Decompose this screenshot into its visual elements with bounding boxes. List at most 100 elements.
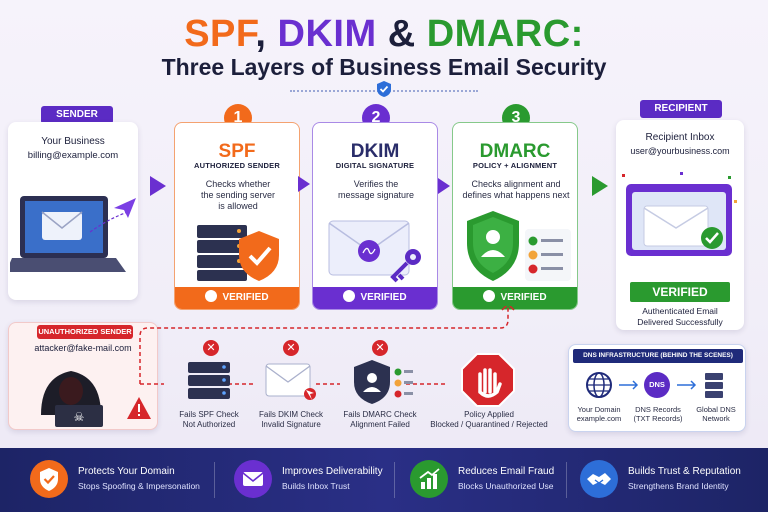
handshake-icon bbox=[580, 460, 618, 498]
dmarc-desc-line2: defines what happens next bbox=[462, 190, 570, 200]
benefits-footer: Protects Your Domain Stops Spoofing & Im… bbox=[0, 448, 768, 512]
feature-1-sub: Stops Spoofing & Impersonation bbox=[78, 481, 200, 491]
envelope-icon bbox=[234, 460, 272, 498]
spf-desc-line1: Checks whether bbox=[205, 179, 271, 189]
arrow-sender-to-spf bbox=[150, 176, 166, 196]
dns-badge-label: DNS bbox=[649, 380, 665, 389]
dns-title: DNS INFRASTRUCTURE (BEHIND THE SCENES) bbox=[573, 349, 743, 363]
dns-card: DNS INFRASTRUCTURE (BEHIND THE SCENES) D… bbox=[568, 344, 746, 432]
dns-domain-line2: example.com bbox=[576, 414, 622, 423]
x-circle-icon: ✕ bbox=[283, 340, 299, 356]
sender-card: Your Business billing@example.com bbox=[8, 122, 138, 300]
spf-subtitle: AUTHORIZED SENDER bbox=[194, 161, 280, 170]
x-circle-icon: ✕ bbox=[203, 340, 219, 356]
sender-email: billing@example.com bbox=[27, 150, 119, 161]
spf-card: SPF AUTHORIZED SENDER Checks whether the… bbox=[174, 122, 300, 310]
svg-text:☠: ☠ bbox=[74, 410, 85, 424]
title-spf: SPF bbox=[184, 13, 256, 55]
unauthorized-card: UNAUTHORIZED SENDER attacker@fake-mail.c… bbox=[8, 322, 158, 430]
spf-desc-line2: the sending server bbox=[200, 190, 276, 200]
fail-policy-line2: Blocked / Quarantined / Rejected bbox=[430, 420, 548, 429]
fail-spf-line1: Fails SPF Check bbox=[179, 410, 239, 419]
dkim-verified-bar: VERIFIED bbox=[313, 287, 437, 309]
fail-dmarc-line2: Alignment Failed bbox=[350, 420, 410, 429]
footer-divider bbox=[566, 462, 567, 498]
dmarc-description: Checks alignment and defines what happen… bbox=[461, 179, 571, 201]
recipient-card: Recipient Inbox user@yourbusiness.com VE… bbox=[616, 120, 744, 330]
recipient-name: Recipient Inbox bbox=[645, 132, 715, 143]
title-dmarc: DMARC: bbox=[426, 13, 584, 55]
unauthorized-badge: UNAUTHORIZED SENDER bbox=[37, 325, 133, 339]
dns-domain-line1: Your Domain bbox=[577, 405, 621, 414]
envelope-cursor-icon bbox=[265, 363, 316, 400]
subtitle: Three Layers of Business Email Security bbox=[161, 54, 607, 80]
title-comma: , bbox=[255, 13, 267, 55]
footer-divider bbox=[214, 462, 215, 498]
shield-check-icon bbox=[30, 460, 68, 498]
dns-global-line2: Network bbox=[702, 414, 730, 423]
feature-2-title: Improves Deliverability bbox=[282, 466, 383, 477]
server-icon bbox=[188, 362, 230, 399]
shield-icon bbox=[377, 81, 391, 97]
dkim-verified-label: VERIFIED bbox=[360, 292, 407, 303]
chart-up-icon bbox=[410, 460, 448, 498]
dmarc-subtitle: POLICY + ALIGNMENT bbox=[472, 161, 558, 170]
dns-records-line2: (TXT Records) bbox=[633, 414, 683, 423]
signed-envelope-key-icon bbox=[328, 220, 421, 283]
feature-1-title: Protects Your Domain bbox=[78, 466, 175, 477]
spf-desc-line3: is allowed bbox=[218, 201, 258, 211]
dmarc-fail-shield-icon bbox=[354, 360, 413, 404]
dkim-card: DKIM DIGITAL SIGNATURE Verifies the mess… bbox=[312, 122, 438, 310]
fail-dkim-line1: Fails DKIM Check bbox=[258, 410, 323, 419]
recipient-email: user@yourbusiness.com bbox=[630, 146, 730, 156]
fail-dmarc-line1: Fails DMARC Check bbox=[343, 410, 417, 419]
fail-spf-line2: Not Authorized bbox=[182, 420, 236, 429]
dkim-name: DKIM bbox=[350, 141, 400, 162]
dmarc-shield-icon bbox=[467, 211, 571, 281]
dns-records-line1: DNS Records bbox=[635, 405, 681, 414]
dkim-desc-line1: Verifies the bbox=[353, 179, 399, 189]
main-title: SPF, DKIM & DMARC: bbox=[0, 14, 768, 54]
feature-4-sub: Strengthens Brand Identity bbox=[628, 481, 729, 491]
spf-verified-bar: VERIFIED bbox=[175, 287, 299, 309]
recipient-badge: RECIPIENT bbox=[640, 100, 722, 118]
dns-flow-icons bbox=[586, 372, 723, 398]
dmarc-verified-bar: VERIFIED bbox=[453, 287, 577, 309]
footer-divider bbox=[394, 462, 395, 498]
title-ampersand: & bbox=[387, 13, 416, 55]
spf-description: Checks whether the sending server is all… bbox=[183, 179, 293, 212]
dmarc-desc-line1: Checks alignment and bbox=[471, 179, 561, 189]
dns-global-line1: Global DNS bbox=[696, 405, 736, 414]
fail-policy-line1: Policy Applied bbox=[464, 410, 514, 419]
fail-dkim-line2: Invalid Signature bbox=[261, 420, 321, 429]
laptop-icon bbox=[10, 196, 136, 272]
feature-3-title: Reduces Email Fraud bbox=[458, 466, 555, 477]
feature-4-title: Builds Trust & Reputation bbox=[628, 466, 741, 477]
dmarc-verified-label: VERIFIED bbox=[500, 292, 547, 303]
check-circle-icon bbox=[483, 290, 496, 302]
recipient-verified-ribbon: VERIFIED bbox=[630, 282, 730, 302]
arrow-dmarc-to-recipient bbox=[592, 176, 608, 196]
dmarc-name: DMARC bbox=[479, 141, 551, 162]
stop-hand-icon bbox=[461, 353, 515, 407]
recipient-status-line1: Authenticated Email bbox=[642, 306, 718, 316]
x-circle-icon: ✕ bbox=[372, 340, 388, 356]
arrow-dkim-to-dmarc bbox=[438, 178, 450, 194]
title-dkim: DKIM bbox=[277, 13, 377, 55]
feature-2-sub: Builds Inbox Trust bbox=[282, 481, 350, 491]
hacker-icon: ☠ bbox=[41, 371, 151, 427]
arrow-spf-to-dkim bbox=[298, 176, 310, 192]
attacker-email: attacker@fake-mail.com bbox=[34, 343, 132, 353]
check-circle-icon bbox=[343, 290, 356, 302]
dkim-description: Verifies the message signature bbox=[321, 179, 431, 201]
dkim-subtitle: DIGITAL SIGNATURE bbox=[335, 161, 415, 170]
sender-name: Your Business bbox=[41, 136, 105, 147]
server-shield-icon bbox=[197, 225, 279, 281]
dmarc-card: DMARC POLICY + ALIGNMENT Checks alignmen… bbox=[452, 122, 578, 310]
